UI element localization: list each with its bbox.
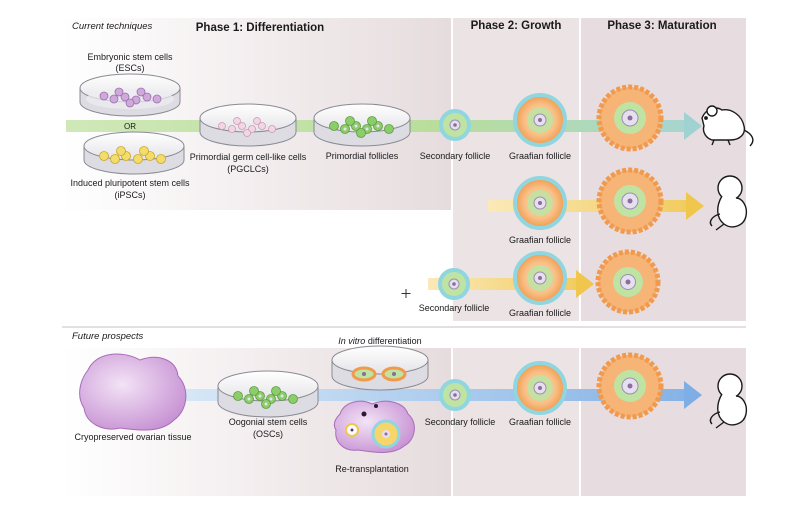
arrow-row2-head <box>686 192 704 220</box>
osc-dish <box>217 370 319 418</box>
label-secondary-follicle-future: Secondary follicle <box>425 417 496 427</box>
cursor-icon <box>401 289 411 298</box>
label-invitro-italic: In vitro <box>338 336 365 346</box>
secondary-follicle-row3 <box>438 268 470 300</box>
secondary-follicle-future <box>439 379 471 411</box>
mature-follicle-row3 <box>595 249 661 315</box>
arrow-row3-head <box>576 270 594 298</box>
graafian-follicle-row1 <box>513 93 567 147</box>
section-title-future: Future prospects <box>72 331 144 342</box>
label-cryo-tissue: Cryopreserved ovarian tissue <box>74 432 191 442</box>
label-graafian-follicle-future: Graafian follicle <box>509 417 571 427</box>
fetus-icon-row2 <box>709 175 748 231</box>
mature-follicle-future <box>596 352 664 420</box>
graafian-follicle-row3 <box>513 251 567 305</box>
label-esc-line1: Embryonic stem cells <box>87 52 173 62</box>
primordial-dish <box>313 103 411 147</box>
label-osc-line1: Oogonial stem cells <box>229 417 308 427</box>
osc-cells <box>233 386 298 409</box>
invitro-dish <box>331 345 429 391</box>
ipsc-cells <box>99 146 166 164</box>
arrow-row1-head <box>684 112 702 140</box>
section-title-current: Current techniques <box>72 21 153 32</box>
label-pgclc-line1: Primordial germ cell-like cells <box>190 152 307 162</box>
esc-cells <box>99 87 162 108</box>
phase3-title: Phase 3: Maturation <box>607 20 716 32</box>
ipsc-dish <box>83 131 185 175</box>
label-osc-line2: (OSCs) <box>253 429 283 439</box>
label-pgclc-line2: (PGCLCs) <box>227 164 269 174</box>
label-ipsc-line1: Induced pluripotent stem cells <box>70 178 190 188</box>
label-primordial-follicles: Primordial follicles <box>326 151 399 161</box>
esc-dish <box>79 73 181 117</box>
arrow-future-head <box>684 381 702 409</box>
phase1-title: Phase 1: Differentiation <box>196 22 324 34</box>
label-graafian-follicle-row1: Graafian follicle <box>509 151 571 161</box>
graafian-follicle-future <box>513 361 567 415</box>
label-ipsc-line2: (iPSCs) <box>115 190 146 200</box>
secondary-follicle-row1 <box>439 109 471 141</box>
label-invitro-rest: differentiation <box>365 336 421 346</box>
label-invitro: In vitro differentiation <box>338 336 421 346</box>
label-secondary-follicle-row1: Secondary follicle <box>420 151 491 161</box>
label-graafian-follicle-row2: Graafian follicle <box>509 235 571 245</box>
phase2-title: Phase 2: Growth <box>471 20 562 32</box>
label-esc-line2: (ESCs) <box>116 63 145 73</box>
label-retransplantation: Re-transplantation <box>335 464 409 474</box>
mature-follicle-row1 <box>596 84 664 152</box>
graafian-follicle-row2 <box>513 176 567 230</box>
label-secondary-follicle-row3: Secondary follicle <box>419 303 490 313</box>
mouse-icon <box>701 105 754 147</box>
pgclc-cells <box>218 117 276 137</box>
label-graafian-follicle-row3: Graafian follicle <box>509 308 571 318</box>
fetus-icon-future <box>709 373 748 429</box>
pgclc-dish <box>199 103 297 147</box>
retransplanted-tissue <box>333 400 415 453</box>
label-or: OR <box>124 122 136 131</box>
ovarian-tissue <box>79 353 187 431</box>
mature-follicle-row2 <box>596 167 664 235</box>
